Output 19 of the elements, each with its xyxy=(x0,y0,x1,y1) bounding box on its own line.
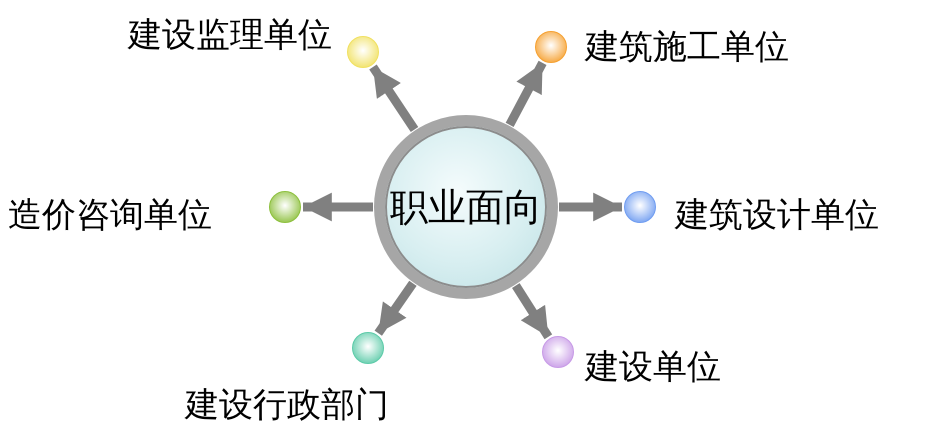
arrow xyxy=(512,283,552,340)
ball-marker xyxy=(347,36,379,68)
category-label: 造价咨询单位 xyxy=(8,198,212,232)
arrow xyxy=(303,192,373,222)
ball-marker xyxy=(624,191,656,223)
arrow xyxy=(559,192,622,222)
category-label: 建设单位 xyxy=(585,350,721,384)
ball-marker xyxy=(535,31,567,63)
arrow xyxy=(369,64,418,132)
ball-marker xyxy=(352,332,384,364)
category-label: 建筑施工单位 xyxy=(585,30,789,64)
category-label: 建设行政部门 xyxy=(185,388,389,422)
category-label: 建筑设计单位 xyxy=(675,198,879,232)
arrow xyxy=(506,60,547,127)
hub-label: 职业面向 xyxy=(390,184,542,230)
ball-marker xyxy=(542,336,574,368)
arrow xyxy=(374,280,417,336)
ball-marker xyxy=(269,191,301,223)
category-label: 建设监理单位 xyxy=(128,18,332,52)
